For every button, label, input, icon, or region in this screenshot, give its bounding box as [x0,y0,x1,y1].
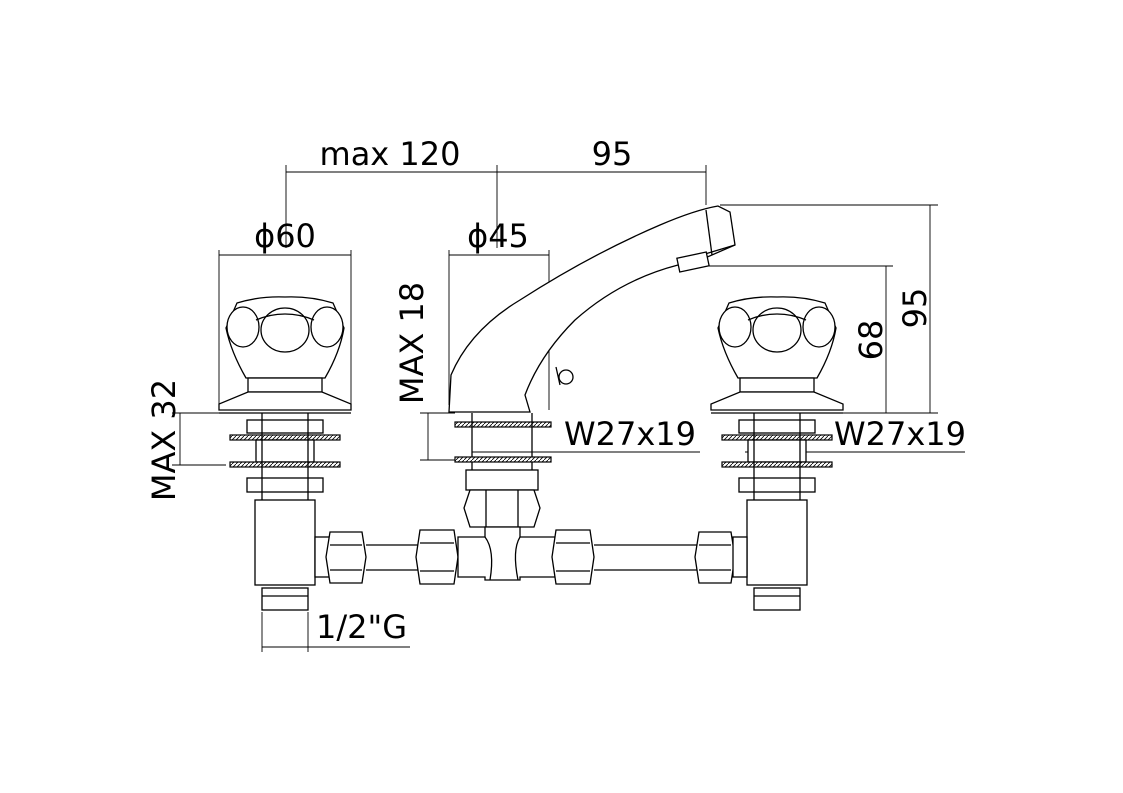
dim-spout-diameter-label: ϕ45 [467,217,529,255]
dim-max-120-label: max 120 [320,135,461,173]
dimension-lines [172,165,965,652]
dim-max-32-label: MAX 32 [145,379,183,501]
dim-95-top-label: 95 [592,135,633,173]
thread-w27x19-right-label: W27x19 [834,415,966,453]
left-knob [218,296,352,411]
dim-68-label: 68 [852,320,890,361]
right-valve-assembly [710,296,844,611]
thread-w27x19-center-label: W27x19 [564,415,696,453]
left-valve-assembly [218,296,352,611]
dim-max-18-label: MAX 18 [393,282,431,404]
spout-assembly [448,205,736,528]
connection-pipes [314,526,748,585]
dim-knob-diameter-label: ϕ60 [254,217,316,255]
thread-half-inch-g-label: 1/2"G [316,608,407,646]
dim-95-right-label: 95 [896,288,934,329]
right-knob [710,296,844,411]
